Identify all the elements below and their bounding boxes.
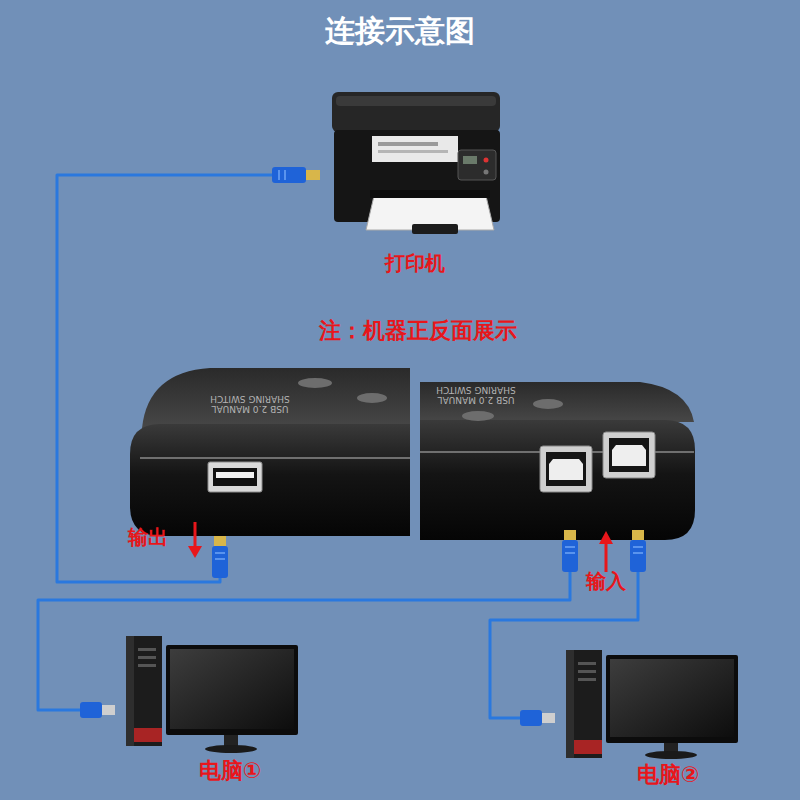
switch-front-node: USB 2.0 MANUAL SHARING SWITCH [130,365,410,537]
diagram-title: 连接示意图 [325,14,475,49]
computer-node: 电脑① [115,628,305,793]
usb-b-plug-part [284,170,286,180]
usb-b-plug-part [272,167,306,183]
usb-b-plug [272,167,320,183]
printer-illustration-part [370,190,490,198]
usb-a-plug [520,710,555,726]
printer-illustration [332,92,500,234]
usb-a-plug-part [520,710,542,726]
usb-a-plug-part [215,552,225,554]
computer-illustration-part [610,659,734,737]
direction-arrow [188,522,202,558]
printer-illustration-part [372,136,458,162]
direction-arrow [599,531,613,572]
computer-illustration-part [166,645,298,735]
switch-front-illustration-part [216,472,254,478]
printer-illustration-part [458,150,496,180]
switch-back-illustration-part [462,411,494,421]
device-label: 打印机 [385,252,445,275]
port-label: 输出 [128,526,168,549]
direction-arrow-part [188,546,202,558]
computer-illustration-part [578,678,596,681]
computer-illustration-part [126,636,134,746]
switch-front-illustration-part [213,468,257,486]
usb-a-plug-part [212,546,228,578]
note-text: 注：机器正反面展示 [319,318,517,343]
usb-a-plug-part [102,705,115,715]
computer-illustration-part [134,728,162,742]
printer-illustration-part [378,142,438,146]
usb-a-plug-part [80,702,102,718]
computer-illustration [566,650,738,759]
computer-illustration-part [645,751,697,759]
switch-front-illustration-part [357,393,387,403]
printer-illustration-part [336,96,496,106]
switch-back-illustration-part [609,438,649,472]
switch-front-illustration-part [140,457,410,459]
usb-a-plug-part [542,713,555,723]
usb-a-plug-part [215,558,225,560]
switch-back-illustration-part [546,452,586,486]
switch-front-illustration [130,368,410,536]
switch-front-illustration-part [298,378,332,388]
direction-arrow-part [605,542,608,572]
device-label: 电脑① [199,758,262,783]
usb-b-plug-part [565,552,575,554]
usb-b-plug-part [564,530,576,540]
computer-illustration-part [138,664,156,667]
usb-b-plug-part [306,170,320,180]
usb-b-plug-part [632,530,644,540]
switch-front-illustration-part [130,424,410,536]
computer-illustration-part [566,650,602,758]
usb-b-plug-part [633,552,643,554]
direction-arrow-part [194,522,197,548]
printer-illustration-part [484,170,489,175]
computer-illustration-part [126,636,162,746]
switch-front-illustration-part [208,462,262,492]
computer-illustration-part [138,648,156,651]
switch-back-illustration [420,382,695,540]
usb-b-plug-part [630,540,646,572]
port-label: 输入 [586,570,626,593]
switch-back-illustration-part [612,445,646,466]
printer-illustration-part [463,156,477,164]
usb-b-plug-part [278,170,280,180]
switch-back-illustration-part [420,420,695,540]
switch-back-illustration-part [420,382,694,422]
switch-front-illustration-part [142,368,410,428]
printer-illustration-part [332,92,500,132]
usb-a-plug [80,702,115,718]
switch-back-illustration-part [549,459,583,480]
switch-back-illustration-part [533,399,563,409]
computer-illustration-part [578,670,596,673]
printer-illustration-part [412,224,458,234]
usb-b-plug-part [633,546,643,548]
usb-b-plug [630,530,646,572]
printer-illustration-part [378,150,448,153]
computer-illustration-part [566,650,574,758]
computer-node: 电脑② [555,642,745,794]
switch-back-node: USB 2.0 MANUAL SHARING SWITCH [420,378,695,542]
device-print: USB 2.0 MANUAL SHARING SWITCH [430,384,522,405]
computer-illustration-part [205,745,257,753]
usb-a-plug-part [214,536,226,546]
usb-b-plug-part [565,546,575,548]
computer-illustration-part [138,656,156,659]
usb-b-plug-part [562,540,578,572]
usb-a-plug [212,536,228,578]
computer-illustration-part [574,740,602,754]
computer-illustration-part [170,649,294,729]
device-print: USB 2.0 MANUAL SHARING SWITCH [200,393,300,414]
printer-node: 打印机 [320,85,510,280]
computer-illustration-part [578,662,596,665]
computer-illustration [126,636,298,753]
device-label: 电脑② [637,762,700,787]
usb-b-plug [562,530,578,572]
switch-back-illustration-part [540,446,592,492]
printer-illustration-part [484,158,489,163]
switch-back-illustration-part [603,432,655,478]
direction-arrow-part [599,531,613,544]
computer-illustration-part [606,655,738,743]
